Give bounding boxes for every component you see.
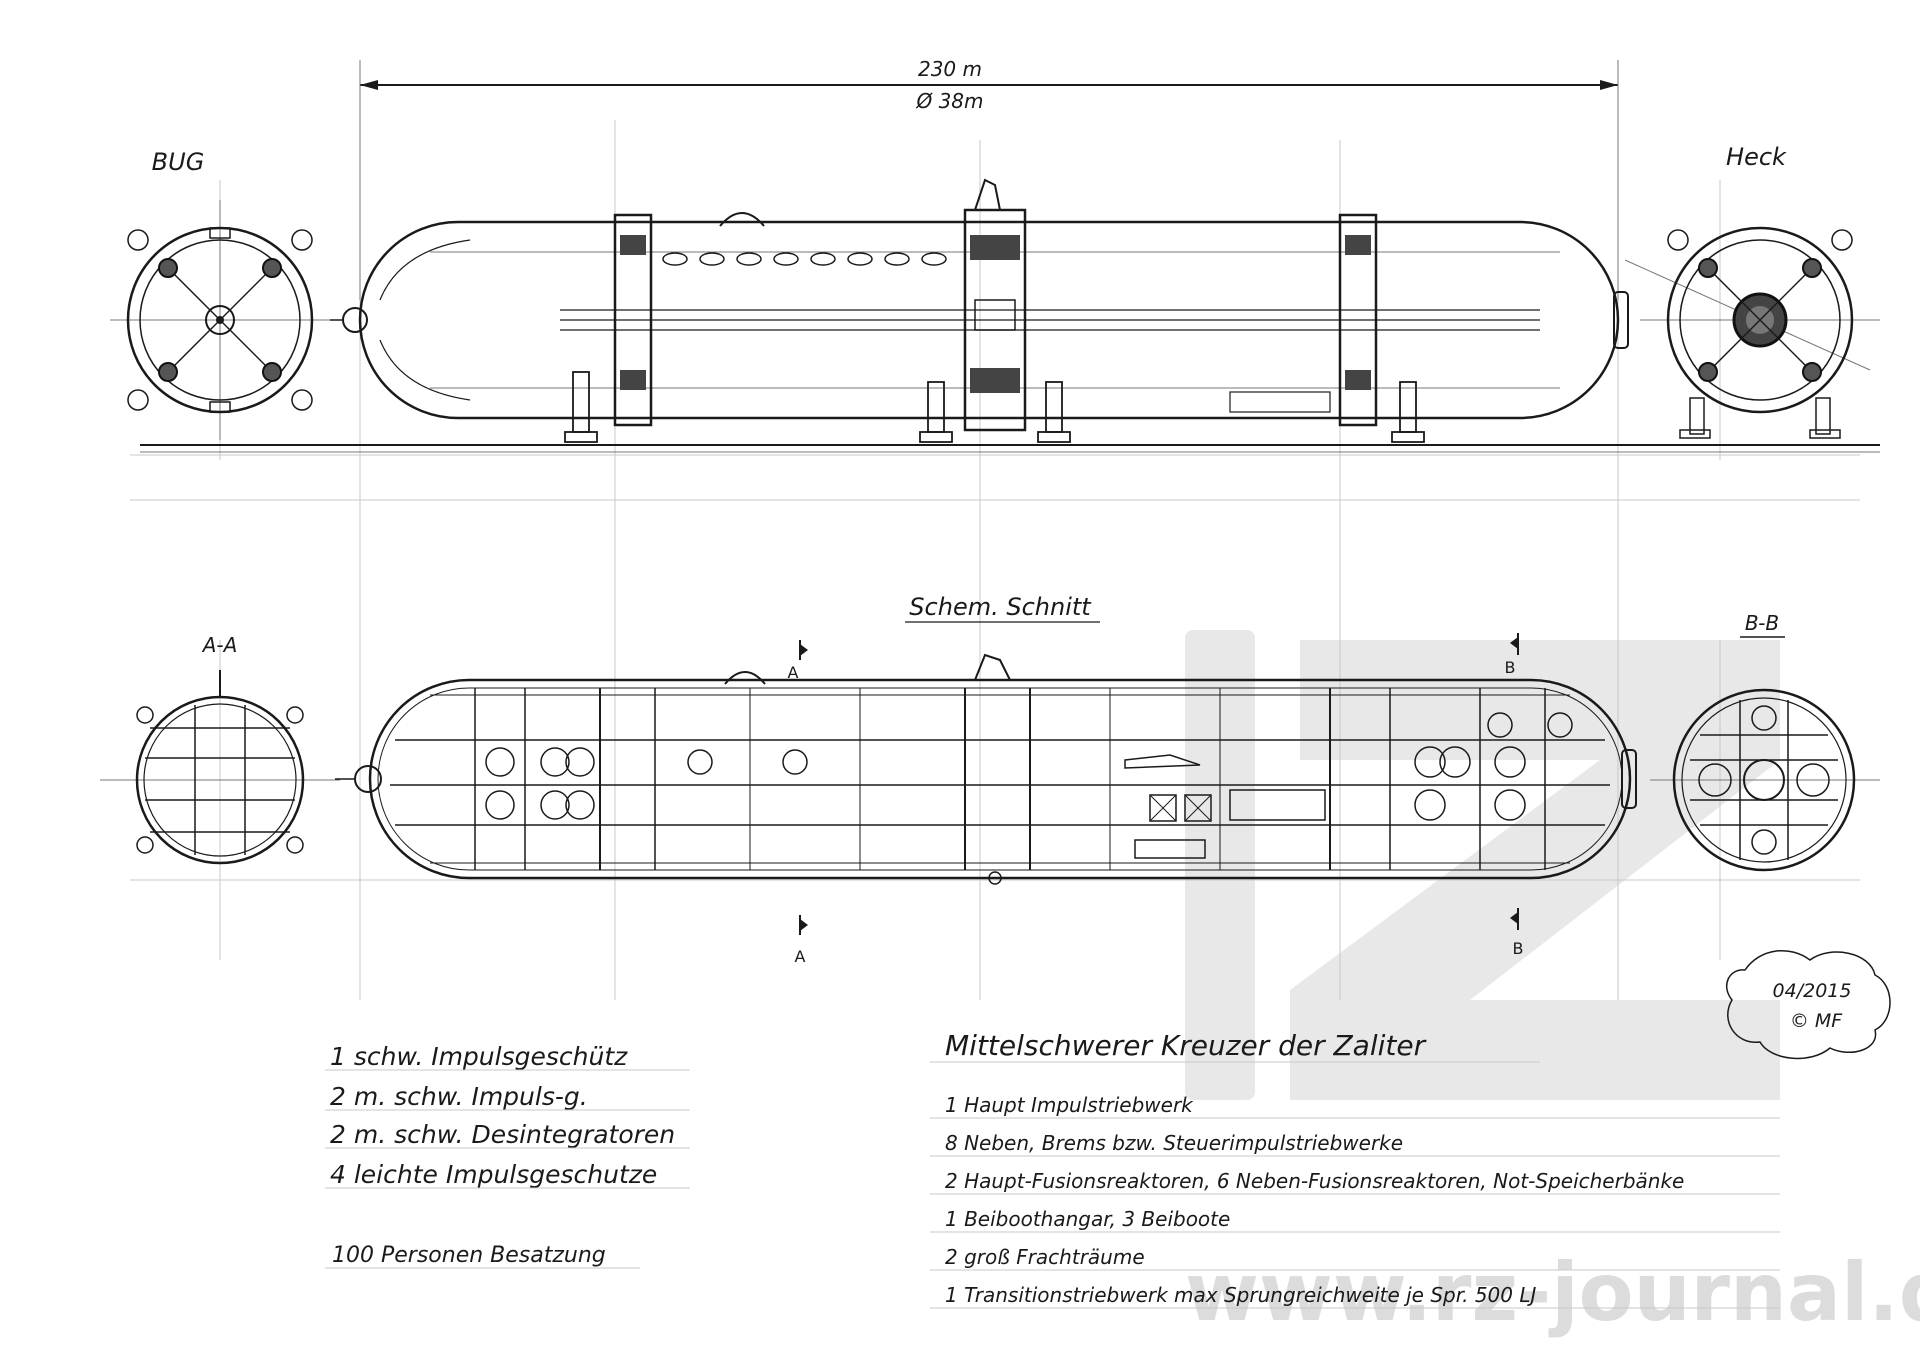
cut-markers: A A B B — [788, 633, 1524, 966]
cut-b-bottom: B — [1513, 939, 1524, 958]
date-stamp: 04/2015 © MF — [1726, 949, 1891, 1060]
section-aa-view — [100, 670, 340, 865]
cut-a-top: A — [788, 663, 799, 682]
length-label: 230 m — [918, 57, 982, 81]
cut-a-bottom: A — [795, 947, 806, 966]
landing-legs — [564, 371, 1425, 443]
watermark-url: www.rz-journal.de — [1185, 1246, 1920, 1339]
crew-label: 100 Personen Besatzung — [332, 1243, 606, 1268]
weapon-item: 4 leichte Impulsgeschutze — [330, 1160, 657, 1189]
section-view-label: Schem. Schnitt — [909, 593, 1092, 621]
cut-b-top: B — [1505, 658, 1516, 677]
ship-title: Mittelschwerer Kreuzer der Zaliter — [945, 1029, 1427, 1062]
dimension-line: 230 m Ø 38m — [359, 57, 1619, 300]
specs-list: 1 Haupt Impulstriebwerk 8 Neben, Brems b… — [930, 1093, 1780, 1309]
stamp-author: © MF — [1790, 1010, 1843, 1032]
section-cutaway — [335, 653, 1637, 885]
bow-view-label: BUG — [152, 148, 205, 176]
section-bb-view — [1650, 688, 1880, 872]
spec-item: 1 Transitionstriebwerk max Sprungreichwe… — [945, 1283, 1537, 1307]
section-bb-label: B-B — [1745, 611, 1779, 635]
spec-item: 8 Neben, Brems bzw. Steuerimpulstriebwer… — [945, 1131, 1403, 1155]
side-view — [140, 178, 1880, 453]
stern-view — [1624, 226, 1880, 439]
stamp-date: 04/2015 — [1773, 980, 1852, 1002]
bow-view — [110, 200, 340, 440]
spec-item: 2 groß Frachträume — [945, 1245, 1145, 1269]
stern-view-label: Heck — [1726, 143, 1787, 171]
spec-item: 1 Beiboothangar, 3 Beiboote — [945, 1207, 1230, 1231]
spec-item: 2 Haupt-Fusionsreaktoren, 6 Neben-Fusion… — [945, 1169, 1684, 1193]
weapon-item: 1 schw. Impulsgeschütz — [330, 1042, 628, 1071]
weapons-list: 1 schw. Impulsgeschütz 2 m. schw. Impuls… — [325, 1042, 690, 1189]
diameter-label: Ø 38m — [915, 89, 983, 113]
weapon-item: 2 m. schw. Impuls-g. — [330, 1082, 588, 1111]
weapon-item: 2 m. schw. Desintegratoren — [330, 1120, 675, 1149]
portholes — [662, 252, 947, 266]
section-aa-label: A-A — [201, 633, 238, 657]
spec-item: 1 Haupt Impulstriebwerk — [945, 1093, 1194, 1117]
